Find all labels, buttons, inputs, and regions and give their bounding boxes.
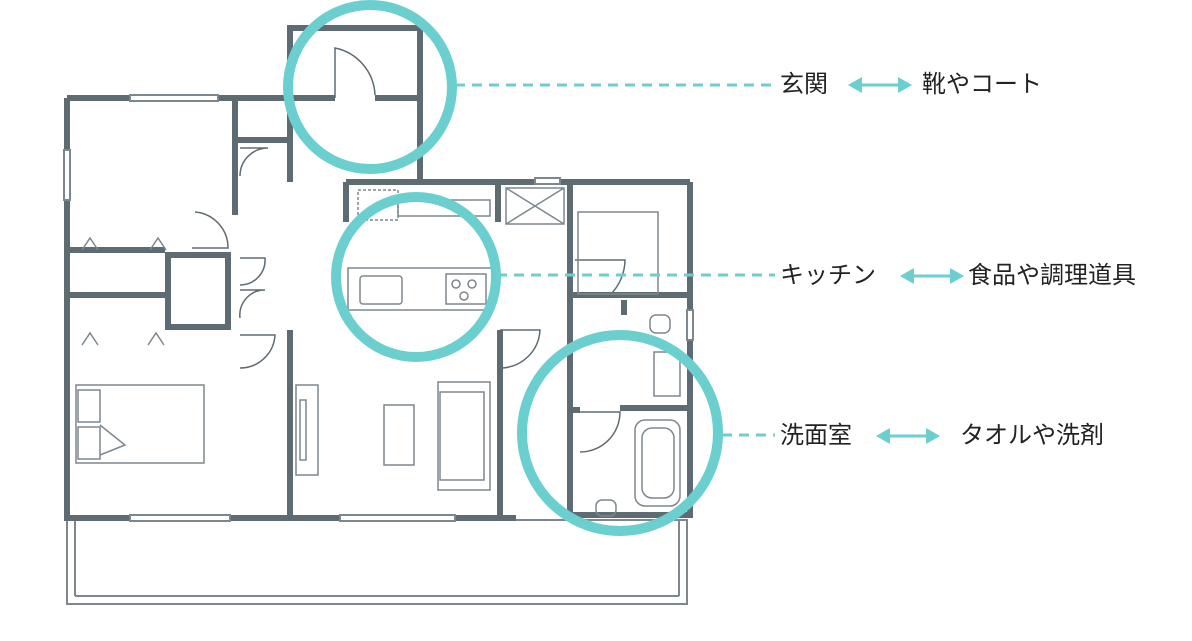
kitchen-label: キッチン [780,261,876,289]
double-arrow-icon [900,268,964,284]
windows [63,94,694,522]
doors [192,47,626,453]
entrance-circle [283,0,457,174]
callout-circles [283,0,723,536]
washroom-items-label: タオルや洗剤 [960,421,1104,449]
double-arrow-icon [848,77,912,93]
kitchen-items-label: 食品や調理道具 [968,261,1136,289]
double-arrow-icon [876,428,940,444]
washroom-circle [517,330,723,536]
entrance-label: 玄関 [780,70,828,98]
furniture [75,187,681,517]
kitchen-circle [331,192,501,362]
entrance-items-label: 靴やコート [922,70,1042,98]
leader-lines [455,83,775,437]
washroom-label: 洗面室 [780,421,852,449]
